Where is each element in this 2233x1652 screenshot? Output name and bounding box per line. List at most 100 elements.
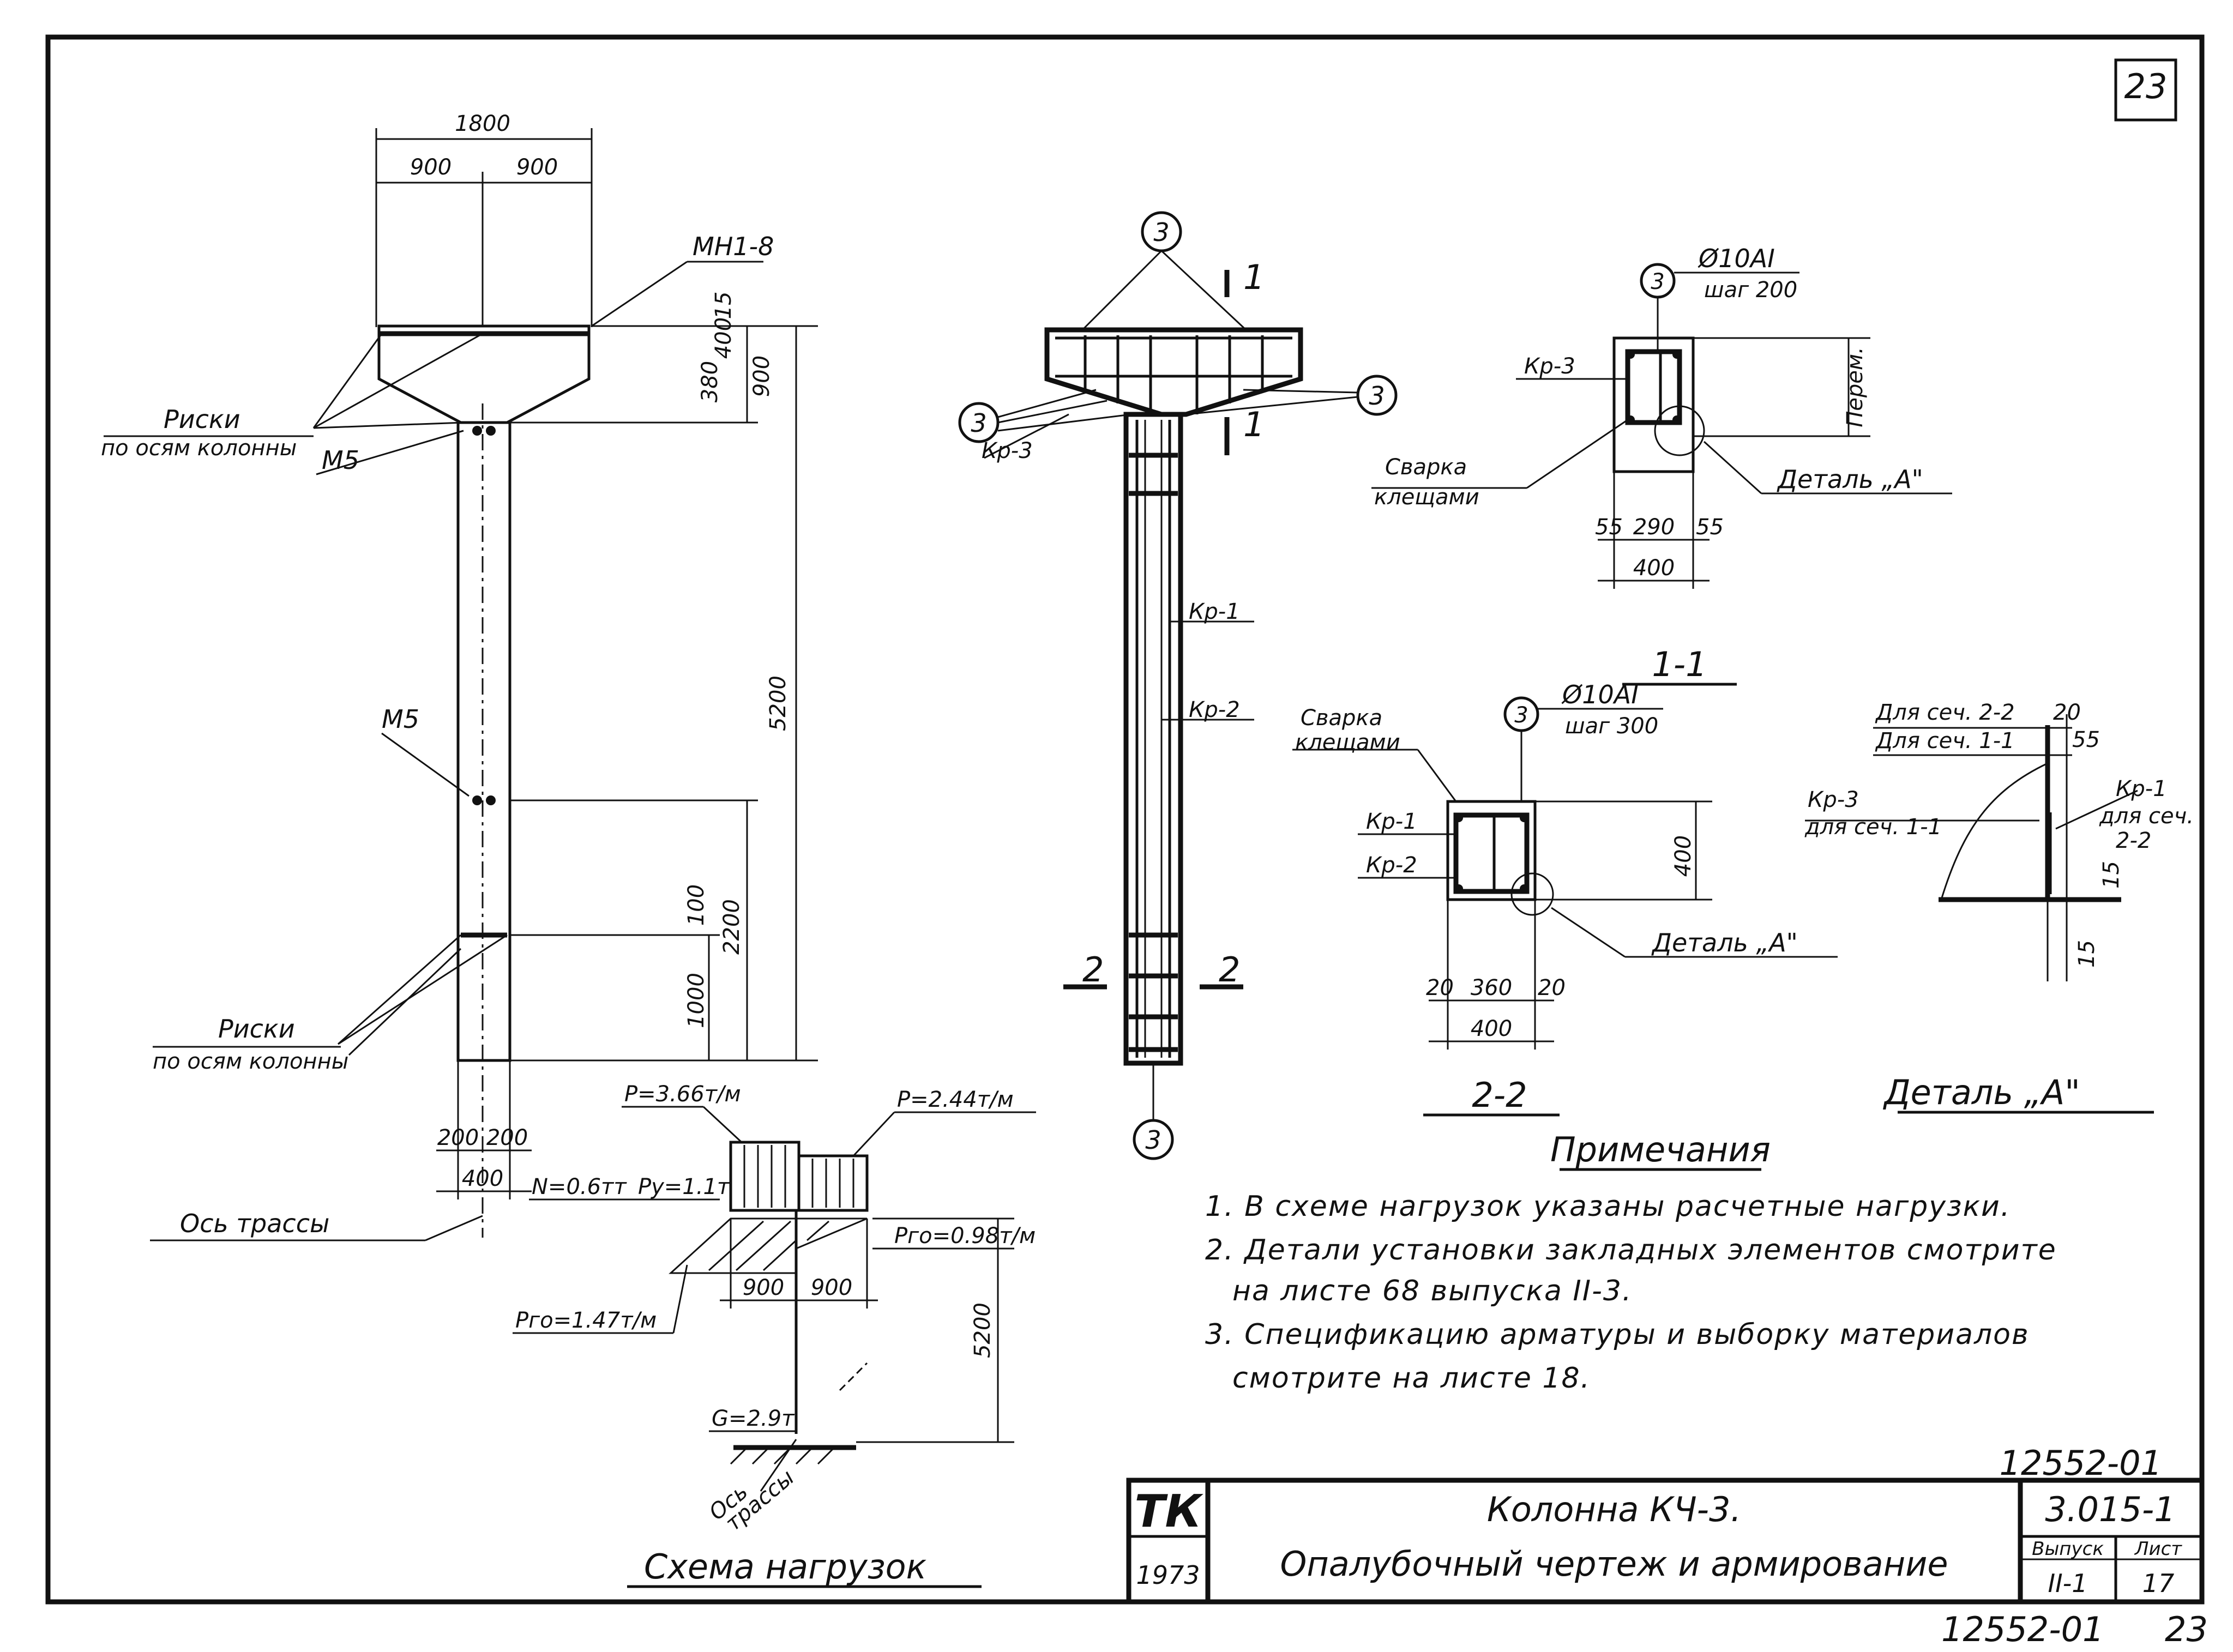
cut-22-right-label: 2 (1219, 950, 1240, 990)
sec11-detail-circle (1654, 405, 1705, 456)
sec11-side-label: Перем. (1843, 347, 1868, 427)
detail-kr1-label-3: 2-2 (2116, 828, 2151, 853)
sec22-weld-label-1: Сварка (1301, 706, 1382, 731)
marker-3-top-label: 3 (1153, 218, 1169, 247)
note-line-2: 2. Детали установки закладных элементов … (1205, 1234, 2057, 1267)
sec22-dim-mid: 360 (1471, 975, 1512, 1000)
sec11-dim-total: 400 (1633, 556, 1675, 581)
bottom-page: 23 (2165, 1609, 2208, 1649)
detail-d20: 20 (2053, 700, 2081, 725)
load-pgo-right: Pгo=0.98т/м (894, 1223, 1036, 1249)
marks-top-label-2: по осям колонны (101, 436, 297, 461)
elev-width-total: 1800 (455, 111, 510, 136)
sec22-bar-label: Ø10AI (1561, 680, 1639, 709)
sec11-kr3-label: Кр-3 (1524, 354, 1575, 379)
load-width-right: 900 (811, 1275, 852, 1300)
lower-upper-label: 100 (684, 884, 709, 926)
notes-heading: Примечания (1550, 1130, 1771, 1169)
cut-22-left-label: 2 (1082, 950, 1104, 990)
archive-number: 12552-01 (2000, 1443, 2163, 1483)
base-left-label: 200 (437, 1125, 479, 1150)
detail-for11-label: Для сеч. 1-1 (1875, 728, 2015, 753)
sec22-step-label: шаг 300 (1565, 714, 1658, 739)
note-line-5: смотрите на листе 18. (1232, 1362, 1591, 1395)
sec11-title: 1-1 (1652, 644, 1707, 684)
column-shaft (456, 421, 511, 1062)
note-line-3: на листе 68 выпуска II-3. (1232, 1275, 1632, 1307)
sec11-weld-label-2: клещами (1374, 485, 1479, 510)
marks-top-label-1: Риски (164, 405, 240, 434)
sec22-title: 2-2 (1472, 1075, 1527, 1115)
head-dim-400: 400 (711, 317, 736, 359)
sec11-bar-label: Ø10AI (1698, 244, 1775, 273)
load-n-label: N=0.6тт (532, 1174, 627, 1199)
sec22-dim-right: 20 (1538, 975, 1566, 1000)
cut-11-bottom-label: 1 (1243, 405, 1265, 444)
detail-d55: 55 (2072, 727, 2100, 752)
embed-mn-label: МН1-8 (693, 232, 774, 261)
embed-m5-mid-dot (472, 795, 482, 805)
marker-3-right (1356, 375, 1398, 416)
sec22-dim-total: 400 (1471, 1016, 1512, 1041)
sec11-dim-right: 55 (1696, 515, 1724, 540)
cut-11-top-label: 1 (1243, 257, 1265, 297)
load-height-label: 5200 (970, 1303, 995, 1358)
embed-m5-top-dot (472, 426, 482, 436)
marker-3-left-label: 3 (971, 408, 986, 438)
year-label: 1973 (1136, 1560, 1200, 1590)
sheet-frame (45, 34, 2205, 1605)
bottom-code: 12552-01 (1941, 1609, 2104, 1649)
note-line-1: 1. В схеме нагрузок указаны расчетные на… (1205, 1190, 2011, 1223)
marks-bottom-label-1: Риски (218, 1014, 295, 1044)
sec11-weld-label-1: Сварка (1385, 455, 1467, 480)
head-dim-15: 15 (711, 292, 736, 319)
detail-kr1-label-1: Кр-1 (2116, 776, 2167, 801)
sec11-marker-label: 3 (1651, 269, 1664, 294)
head-dims-label: 380 (697, 361, 723, 402)
marker-3-right-label: 3 (1369, 381, 1385, 411)
page-number: 23 (2124, 67, 2168, 106)
load-width-left: 900 (743, 1275, 784, 1300)
detail-kr3-label-2: для сеч. 1-1 (1804, 815, 1942, 840)
marker-3-bottom-label: 3 (1145, 1125, 1161, 1155)
page-number-box: 23 (2114, 58, 2177, 122)
sec22-weld-label-2: клещами (1295, 730, 1400, 755)
sec22-kr2-label: Кр-2 (1366, 853, 1417, 878)
sec11-dim-left: 55 (1595, 515, 1623, 540)
sheet-value: 17 (2142, 1569, 2175, 1598)
title-block: 12552-01 ТК 1973 Колонна КЧ-3. Опалубочн… (1126, 1443, 2205, 1605)
note-line-4: 3. Спецификацию арматуры и выборку матер… (1205, 1318, 2030, 1351)
reinf-kr1-label: Кр-1 (1189, 599, 1240, 624)
detail-kr3-label-1: Кр-3 (1808, 787, 1859, 812)
lower-total-label: 2200 (719, 899, 744, 955)
sec11-dim-mid: 290 (1633, 515, 1675, 540)
sec22-outline (1446, 800, 1537, 901)
column-elevation: 1800 900 900 МН1-8 Риски по осям колонны… (101, 111, 818, 1241)
load-pgo-left: Pгo=1.47т/м (515, 1308, 657, 1333)
sec22-kr1-label: Кр-1 (1366, 809, 1417, 834)
elev-width-right: 900 (516, 155, 558, 180)
reinf-shaft (1123, 412, 1183, 1066)
sec11-detail-label: Деталь „А" (1777, 465, 1923, 494)
load-scheme-title: Схема нагрузок (644, 1547, 927, 1587)
detail-kr1-label-2: для сеч. (2099, 804, 2194, 829)
detail-a: Для сеч. 2-2 20 Для сеч. 1-1 55 Кр-3 для… (1804, 700, 2194, 1114)
elev-width-left: 900 (410, 155, 452, 180)
reinf-kr3-label: Кр-3 (982, 438, 1033, 463)
detail-for22-label: Для сеч. 2-2 (1875, 700, 2015, 725)
section-1-1: 3 Ø10AI шаг 200 Кр-3 Сварка клещами Пере… (1371, 244, 1952, 686)
marks-bottom-label-2: по осям колонны (153, 1049, 348, 1074)
detail-title: Деталь „А" (1882, 1072, 2080, 1112)
sec11-cage (1625, 349, 1682, 425)
section-2-2: 3 Ø10AI шаг 300 Сварка клещами Кр-1 Кр-2… (1292, 680, 1838, 1117)
m5-mid-label: М5 (382, 704, 419, 734)
sec22-height-label: 400 (1671, 835, 1696, 877)
sec11-outline (1612, 336, 1695, 473)
sec22-dim-left: 20 (1426, 975, 1454, 1000)
publisher-logo: ТК (1135, 1486, 1204, 1538)
reinf-kr2-label: Кр-2 (1189, 697, 1240, 722)
load-py-label: Py=1.1т (638, 1174, 731, 1199)
detail-d15a: 15 (2099, 861, 2124, 889)
